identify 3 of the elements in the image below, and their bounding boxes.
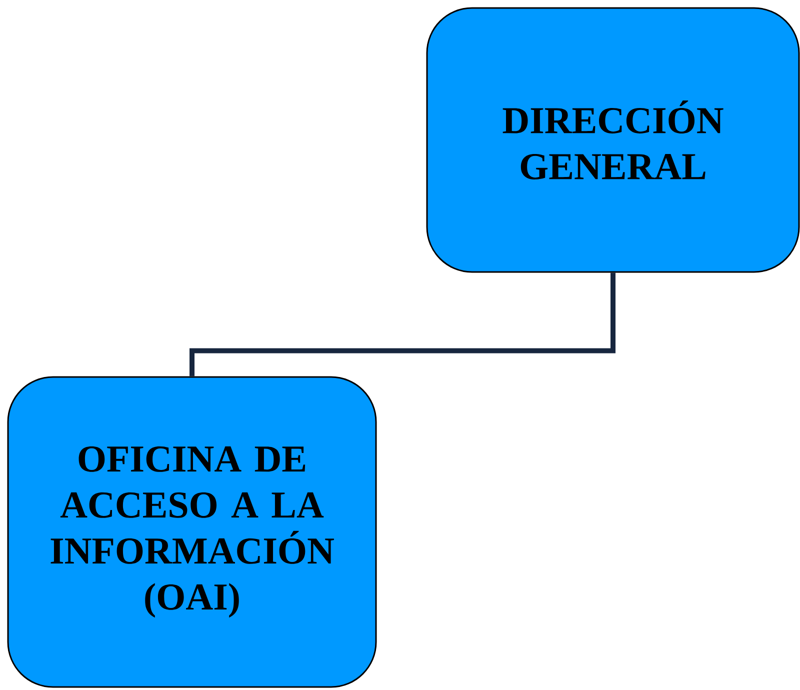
org-box: DIRECCIÓN GENERAL	[426, 7, 800, 273]
org-box: OFICINA DE ACCESO A LA INFORMACIÓN (OAI)	[7, 376, 377, 688]
connector-line	[190, 272, 616, 376]
